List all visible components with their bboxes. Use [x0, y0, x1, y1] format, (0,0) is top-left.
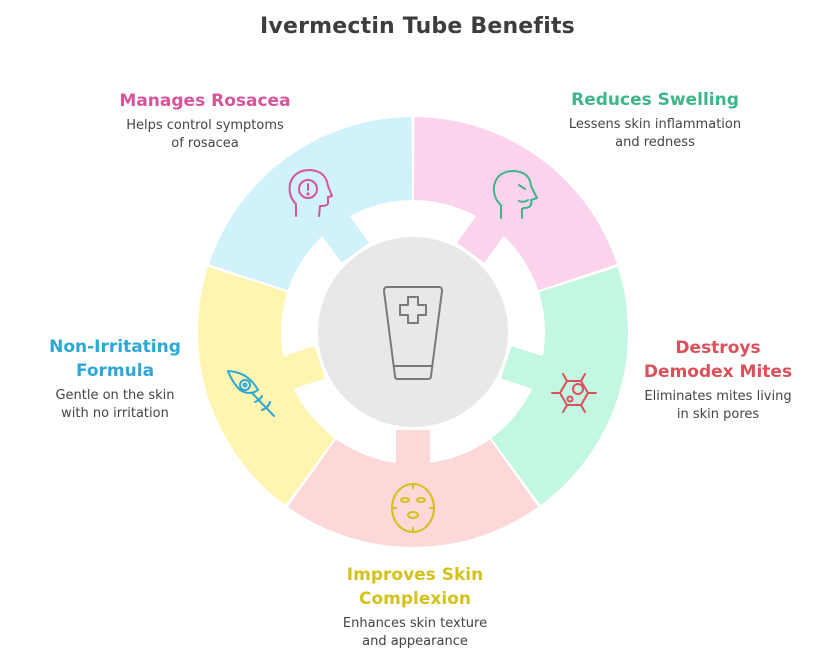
head-alert-icon [288, 169, 333, 217]
segment-connector-non-irritating [319, 211, 370, 263]
segment-connector-swelling [500, 346, 548, 391]
benefit-description: Eliminates mites living in skin pores [644, 389, 792, 422]
center-circle [318, 237, 508, 427]
benefit-destroys-demodex-mites: Destroys Demodex Mites Eliminates mites … [618, 336, 818, 424]
segment-connector-rosacea [456, 211, 507, 263]
segment-connector-demodex [396, 430, 430, 468]
benefit-reduces-swelling: Reduces Swelling Lessens skin inflammati… [540, 88, 770, 152]
benefit-manages-rosacea: Manages Rosacea Helps control symptoms o… [95, 89, 315, 153]
segment-rosacea [413, 117, 618, 291]
medicine-tube-icon [383, 286, 443, 380]
benefit-title: Manages Rosacea [119, 91, 291, 111]
benefit-title: Destroys Demodex Mites [643, 338, 793, 382]
face-mask-icon [391, 483, 435, 533]
segment-demodex [287, 439, 539, 547]
diagram-title: Ivermectin Tube Benefits [260, 14, 575, 39]
benefit-non-irritating-formula: Non-Irritating Formula Gentle on the ski… [20, 335, 210, 423]
segment-complexion [198, 266, 335, 506]
benefit-description: Gentle on the skin with no irritation [55, 388, 175, 421]
segment-swelling [491, 266, 628, 506]
benefit-description: Enhances skin texture and appearance [342, 616, 488, 649]
segment-connector-complexion [278, 346, 326, 391]
face-profile-icon [492, 170, 538, 219]
mite-cell-icon [551, 373, 597, 413]
benefit-title: Non-Irritating Formula [49, 337, 181, 381]
benefit-improves-skin-complexion: Improves Skin Complexion Enhances skin t… [300, 563, 530, 651]
benefit-description: Lessens skin inflammation and redness [568, 117, 742, 150]
benefit-title: Improves Skin Complexion [346, 565, 484, 609]
benefit-title: Reduces Swelling [571, 90, 739, 110]
segment-non-irritating [208, 117, 413, 291]
feather-icon [227, 370, 275, 417]
benefit-description: Helps control symptoms of rosacea [126, 118, 284, 151]
